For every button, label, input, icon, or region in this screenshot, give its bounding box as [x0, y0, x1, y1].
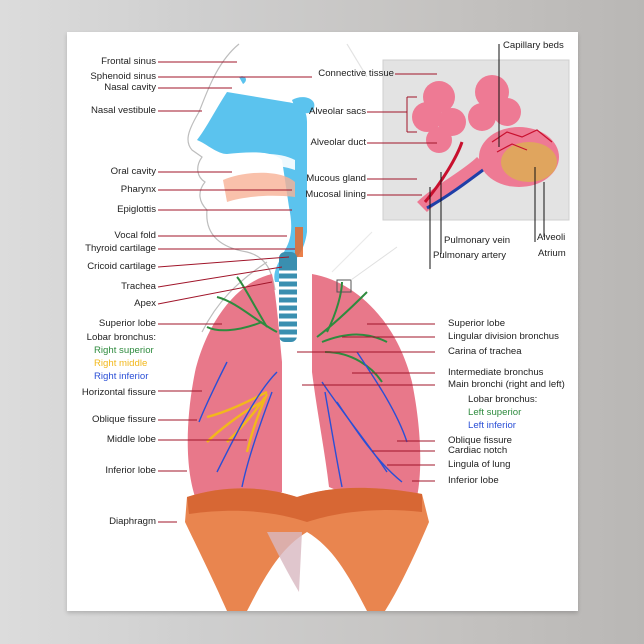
label-pulmonary-vein: Pulmonary vein [444, 235, 511, 246]
label-oblique-fissure-right: Oblique fissure [92, 414, 156, 425]
tongue-shape [223, 172, 295, 202]
label-superior-lobe-right: Superior lobe [98, 318, 156, 329]
label-carina-of-trachea: Carina of trachea [448, 346, 522, 357]
label-main-bronchi: Main bronchi (right and left) [448, 379, 565, 390]
inset-locator-box [336, 279, 352, 293]
label-cricoid-cartilage: Cricoid cartilage [87, 261, 156, 272]
label-horizontal-fissure: Horizontal fissure [81, 387, 156, 398]
label-left-inferior: Left inferior [468, 420, 516, 431]
label-lingular-division-bronchus: Lingular division bronchus [448, 331, 559, 342]
nasal-cavity-shape [197, 92, 307, 282]
label-frontal-sinus: Frontal sinus [101, 56, 156, 67]
label-right-middle: Right middle [94, 358, 148, 369]
left-lung-shape [312, 274, 421, 500]
label-sphenoid-sinus: Sphenoid sinus [90, 71, 156, 82]
label-trachea: Trachea [121, 281, 156, 292]
right-lung-shape [187, 274, 282, 507]
respiratory-system-poster: Frontal sinus Sphenoid sinus Nasal cavit… [67, 32, 578, 611]
label-right-inferior: Right inferior [94, 371, 149, 382]
label-diaphragm: Diaphragm [109, 516, 156, 527]
diaphragm-shape [185, 487, 429, 611]
label-atrium: Atrium [538, 248, 566, 259]
label-oral-cavity: Oral cavity [110, 166, 156, 177]
label-alveoli: Alveoli [537, 232, 566, 243]
label-vocal-fold: Vocal fold [114, 230, 156, 241]
label-alveolar-duct: Alveolar duct [310, 137, 366, 148]
label-thyroid-cartilage: Thyroid cartilage [85, 243, 156, 254]
label-inferior-lobe-left: Inferior lobe [448, 475, 499, 486]
label-oblique-fissure-left: Oblique fissure [448, 435, 512, 446]
label-mucous-gland: Mucous gland [306, 173, 366, 184]
label-pharynx: Pharynx [120, 184, 156, 195]
blue-bronchi [198, 351, 408, 488]
label-superior-lobe-left: Superior lobe [448, 318, 506, 329]
label-right-superior: Right superior [94, 345, 154, 356]
alveolar-sacs-shape [412, 75, 521, 153]
label-lobar-bronchus-left: Lobar bronchus: [468, 394, 538, 405]
head-profile-outline [187, 43, 276, 291]
label-alveolar-sacs: Alveolar sacs [308, 106, 366, 117]
label-cardiac-notch: Cardiac notch [448, 445, 508, 456]
label-lobar-bronchus-right: Lobar bronchus: [86, 332, 156, 343]
leader-lines [157, 61, 437, 523]
anatomy-illustration [157, 43, 570, 611]
label-apex: Apex [134, 298, 156, 309]
label-left-superior: Left superior [468, 407, 522, 418]
frontal-sinus-shape [239, 76, 246, 84]
label-inferior-lobe-right: Inferior lobe [105, 465, 156, 476]
sphenoid-sinus-shape [292, 97, 315, 114]
label-connective-tissue: Connective tissue [318, 68, 394, 79]
yellow-bronchi [206, 390, 269, 453]
label-lingula-of-lung: Lingula of lung [448, 459, 511, 470]
label-mucosal-lining: Mucosal lining [305, 189, 366, 200]
label-nasal-vestibule: Nasal vestibule [90, 105, 156, 116]
label-nasal-cavity: Nasal cavity [104, 82, 156, 93]
label-intermediate-bronchus: Intermediate bronchus [448, 367, 544, 378]
label-capillary-beds: Capillary beds [503, 40, 564, 51]
label-epiglottis: Epiglottis [117, 204, 156, 215]
label-pulmonary-artery: Pulmonary artery [433, 250, 507, 261]
label-middle-lobe: Middle lobe [106, 434, 156, 445]
